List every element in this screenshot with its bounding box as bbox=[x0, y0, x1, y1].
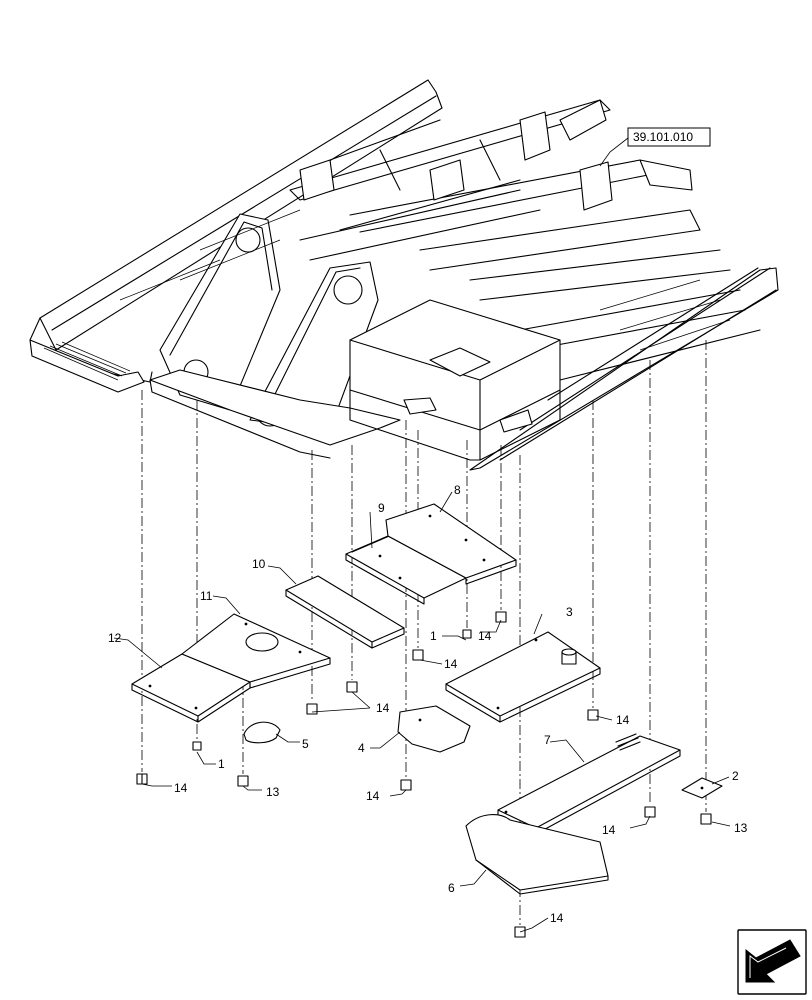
bolt-icon bbox=[644, 806, 656, 818]
callout-5: 5 bbox=[302, 737, 309, 751]
callout-7: 7 bbox=[544, 733, 551, 747]
callout-14: 14 bbox=[550, 911, 564, 925]
bolt-icon bbox=[495, 611, 507, 623]
fasteners bbox=[136, 611, 712, 938]
bolt-icon bbox=[700, 813, 712, 825]
callout-13-left: 13 bbox=[266, 785, 280, 799]
leader-lines bbox=[113, 137, 731, 933]
callout-14: 14 bbox=[478, 629, 492, 643]
callout-14: 14 bbox=[174, 781, 188, 795]
part-5-bracket bbox=[243, 721, 281, 744]
callout-4: 4 bbox=[358, 741, 365, 755]
callout-14: 14 bbox=[616, 713, 630, 727]
callout-6: 6 bbox=[448, 881, 455, 895]
callout-14: 14 bbox=[602, 823, 616, 837]
callout-12: 12 bbox=[108, 631, 122, 645]
part-4-plate bbox=[397, 705, 471, 753]
callout-1-left: 1 bbox=[218, 757, 225, 771]
reference-box[interactable]: 39.101.010 bbox=[627, 127, 711, 147]
direction-arrow-icon[interactable] bbox=[737, 929, 807, 995]
bolt-icon bbox=[237, 775, 249, 787]
callout-1-center: 1 bbox=[430, 629, 437, 643]
callout-13-right: 13 bbox=[734, 821, 748, 835]
callout-2: 2 bbox=[732, 769, 739, 783]
bolt-icon bbox=[306, 703, 318, 715]
callout-numbers: 12 11 10 9 8 3 7 2 6 5 4 1 1 13 13 14 14… bbox=[108, 483, 748, 925]
bolt-icon bbox=[136, 773, 148, 785]
callout-14: 14 bbox=[366, 789, 380, 803]
part-10-plate bbox=[285, 575, 405, 649]
part-7-plate bbox=[497, 733, 681, 835]
bolt-icon bbox=[412, 649, 424, 661]
part-3-plate bbox=[445, 631, 601, 723]
reference-label: 39.101.010 bbox=[633, 130, 693, 144]
bolt-icon bbox=[346, 681, 358, 693]
callout-14: 14 bbox=[444, 657, 458, 671]
part-2-bracket bbox=[681, 777, 723, 799]
callout-8: 8 bbox=[454, 483, 461, 497]
part-8-plate bbox=[385, 503, 517, 585]
callout-9: 9 bbox=[378, 501, 385, 515]
part-6-plate bbox=[465, 814, 609, 895]
upper-frame-assembly bbox=[29, 79, 779, 471]
callout-3: 3 bbox=[566, 605, 573, 619]
bolt-icon bbox=[192, 741, 202, 751]
bolt-icon bbox=[462, 629, 472, 639]
bolt-icon bbox=[400, 779, 412, 791]
callout-14: 14 bbox=[376, 701, 390, 715]
callout-10: 10 bbox=[252, 557, 266, 571]
callout-11: 11 bbox=[200, 589, 213, 603]
bolt-icon bbox=[587, 709, 599, 721]
part-11-plate bbox=[181, 613, 331, 689]
